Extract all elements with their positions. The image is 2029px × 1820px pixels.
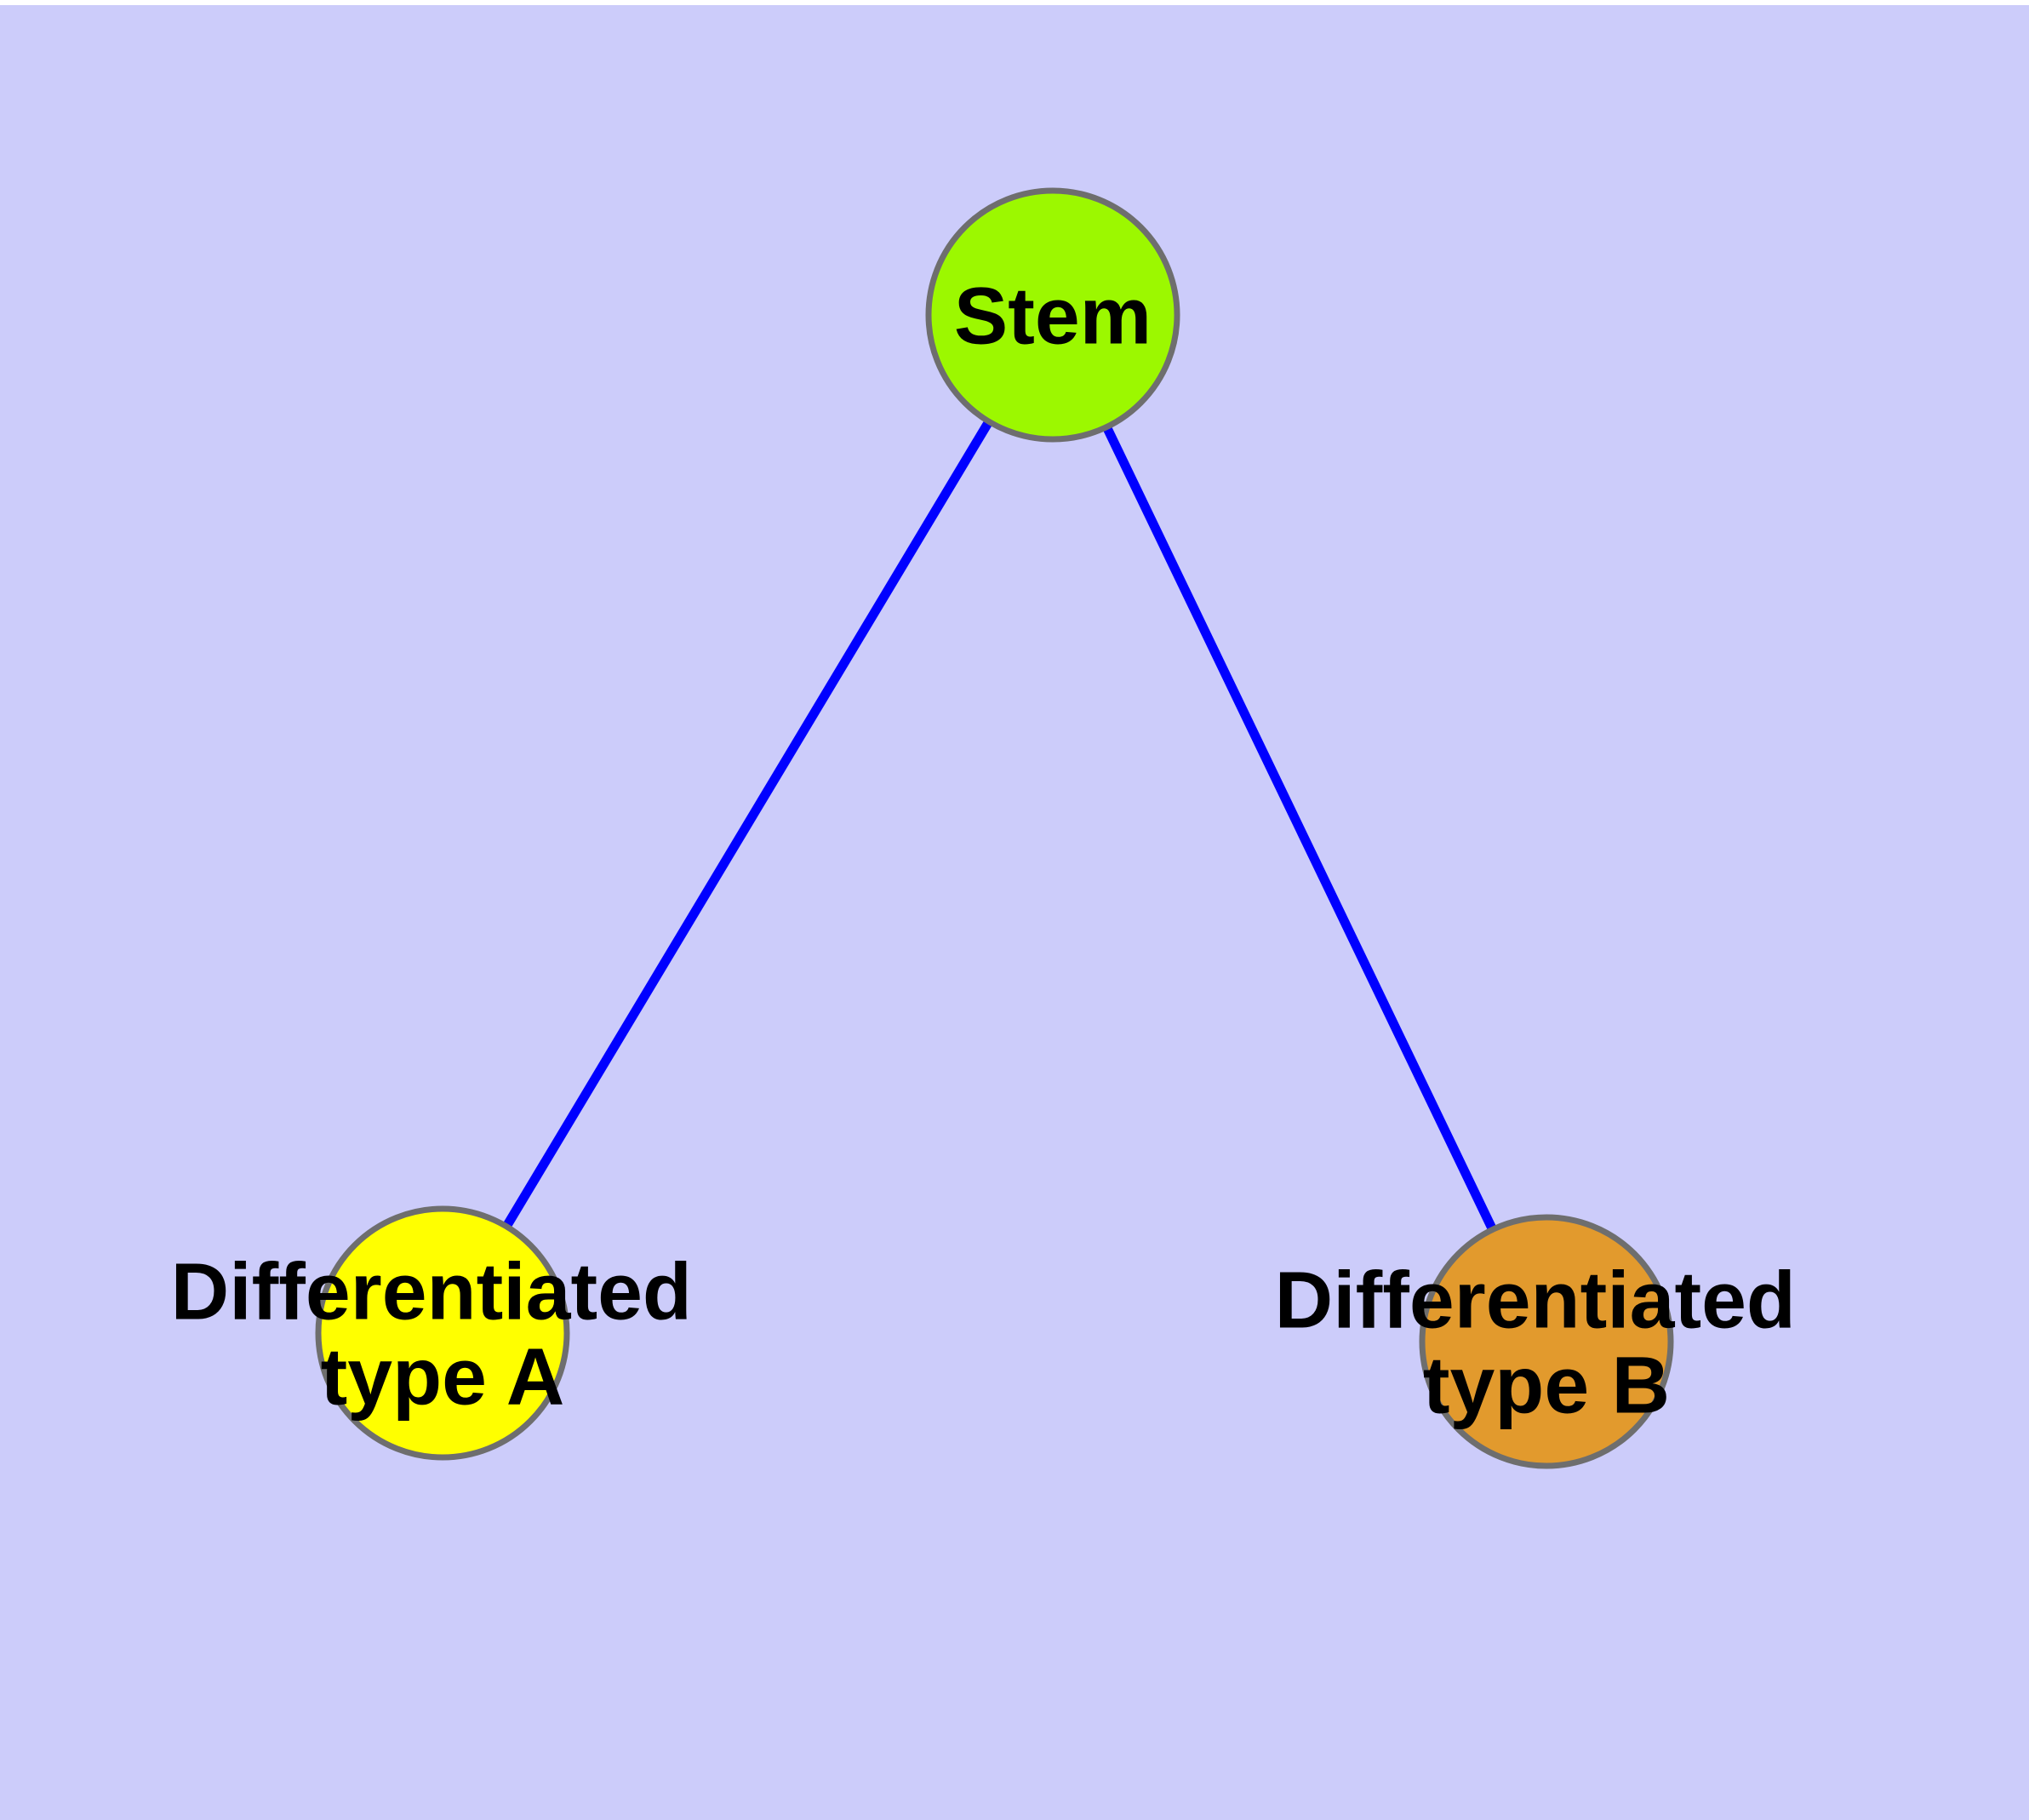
node-differentiated-type-a-label-line-2: type A bbox=[321, 1331, 565, 1422]
node-stem[interactable] bbox=[925, 187, 1180, 443]
node-stem-circle[interactable] bbox=[925, 187, 1180, 443]
node-differentiated-type-a[interactable] bbox=[315, 1205, 570, 1461]
node-differentiated-type-a-circle[interactable] bbox=[315, 1205, 570, 1461]
edge-stem-to-differentiated-type-a bbox=[438, 312, 1057, 1336]
node-stem-label: Stem bbox=[954, 271, 1152, 361]
edge-stem-to-differentiated-type-b bbox=[1049, 312, 1551, 1344]
node-differentiated-type-a-label: Differentiated type A bbox=[171, 1246, 715, 1422]
node-layer bbox=[315, 187, 1674, 1469]
node-differentiated-type-b-label-line-2: type B bbox=[1423, 1340, 1670, 1430]
node-differentiated-type-b-label: Differentiated type B bbox=[1275, 1255, 1819, 1430]
label-layer: Stem Differentiated type A Differentiate… bbox=[171, 271, 1819, 1430]
node-stem-label-line-1: Stem bbox=[954, 271, 1152, 361]
edge-layer bbox=[438, 312, 1551, 1344]
node-differentiated-type-b-label-line-1: Differentiated bbox=[1275, 1255, 1796, 1345]
node-differentiated-type-b[interactable] bbox=[1419, 1214, 1674, 1469]
node-differentiated-type-a-label-line-1: Differentiated bbox=[171, 1246, 692, 1336]
node-differentiated-type-b-circle[interactable] bbox=[1419, 1214, 1674, 1469]
